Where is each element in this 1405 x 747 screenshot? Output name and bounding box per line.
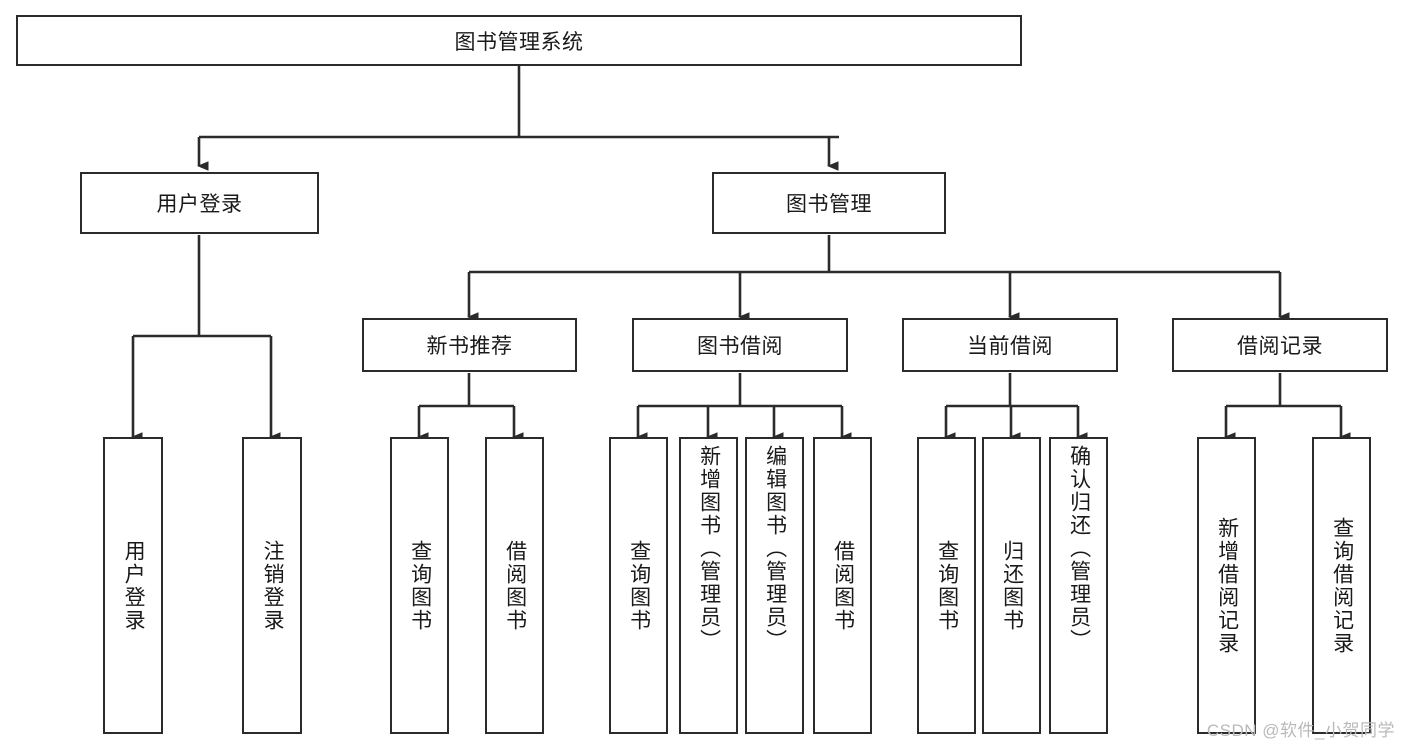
node-leaf-query-book-3[interactable]: 查询图书 xyxy=(917,437,976,734)
node-label: 新书推荐 xyxy=(426,335,513,358)
node-book-manage[interactable]: 图书管理 xyxy=(712,172,946,234)
node-label: 新增图书（管理员） xyxy=(697,445,721,652)
node-leaf-borrow-book-2[interactable]: 借阅图书 xyxy=(813,437,872,734)
node-leaf-logout-login[interactable]: 注销登录 xyxy=(242,437,302,734)
node-label: 查询图书 xyxy=(935,539,959,632)
node-label: 查询借阅记录 xyxy=(1330,516,1354,655)
node-label: 借阅记录 xyxy=(1237,335,1323,358)
node-label: 确认归还（管理员） xyxy=(1067,445,1091,652)
node-user-login[interactable]: 用户登录 xyxy=(80,172,319,234)
node-label: 归还图书 xyxy=(1000,539,1024,632)
node-leaf-user-login[interactable]: 用户登录 xyxy=(103,437,163,734)
node-borrow-record[interactable]: 借阅记录 xyxy=(1172,318,1388,372)
node-new-book-recommend[interactable]: 新书推荐 xyxy=(362,318,577,372)
node-label: 图书管理系统 xyxy=(454,30,584,54)
node-leaf-query-book-1[interactable]: 查询图书 xyxy=(390,437,449,734)
watermark-credit: CSDN @软件_小贺同学 xyxy=(1206,721,1395,740)
node-leaf-add-book[interactable]: 新增图书（管理员） xyxy=(679,437,738,734)
node-label: 查询图书 xyxy=(627,539,651,632)
node-leaf-query-record[interactable]: 查询借阅记录 xyxy=(1312,437,1371,734)
node-root-system[interactable]: 图书管理系统 xyxy=(16,15,1022,66)
node-label: 查询图书 xyxy=(408,539,432,632)
node-leaf-query-book-2[interactable]: 查询图书 xyxy=(609,437,668,734)
node-leaf-confirm-return[interactable]: 确认归还（管理员） xyxy=(1049,437,1108,734)
node-label: 图书借阅 xyxy=(697,335,783,358)
node-label: 注销登录 xyxy=(261,539,285,632)
node-leaf-edit-book[interactable]: 编辑图书（管理员） xyxy=(745,437,804,734)
node-label: 编辑图书（管理员） xyxy=(763,445,787,652)
node-label: 当前借阅 xyxy=(967,335,1053,358)
node-label: 借阅图书 xyxy=(503,539,527,632)
node-label: 用户登录 xyxy=(156,193,243,216)
node-label: 新增借阅记录 xyxy=(1215,516,1239,655)
node-label: 用户登录 xyxy=(122,539,146,632)
node-current-borrow[interactable]: 当前借阅 xyxy=(902,318,1118,372)
node-leaf-borrow-book-1[interactable]: 借阅图书 xyxy=(485,437,544,734)
node-label: 图书管理 xyxy=(786,193,872,216)
node-book-borrow[interactable]: 图书借阅 xyxy=(632,318,848,372)
node-leaf-add-record[interactable]: 新增借阅记录 xyxy=(1197,437,1256,734)
node-leaf-return-book[interactable]: 归还图书 xyxy=(982,437,1041,734)
node-label: 借阅图书 xyxy=(831,539,855,632)
